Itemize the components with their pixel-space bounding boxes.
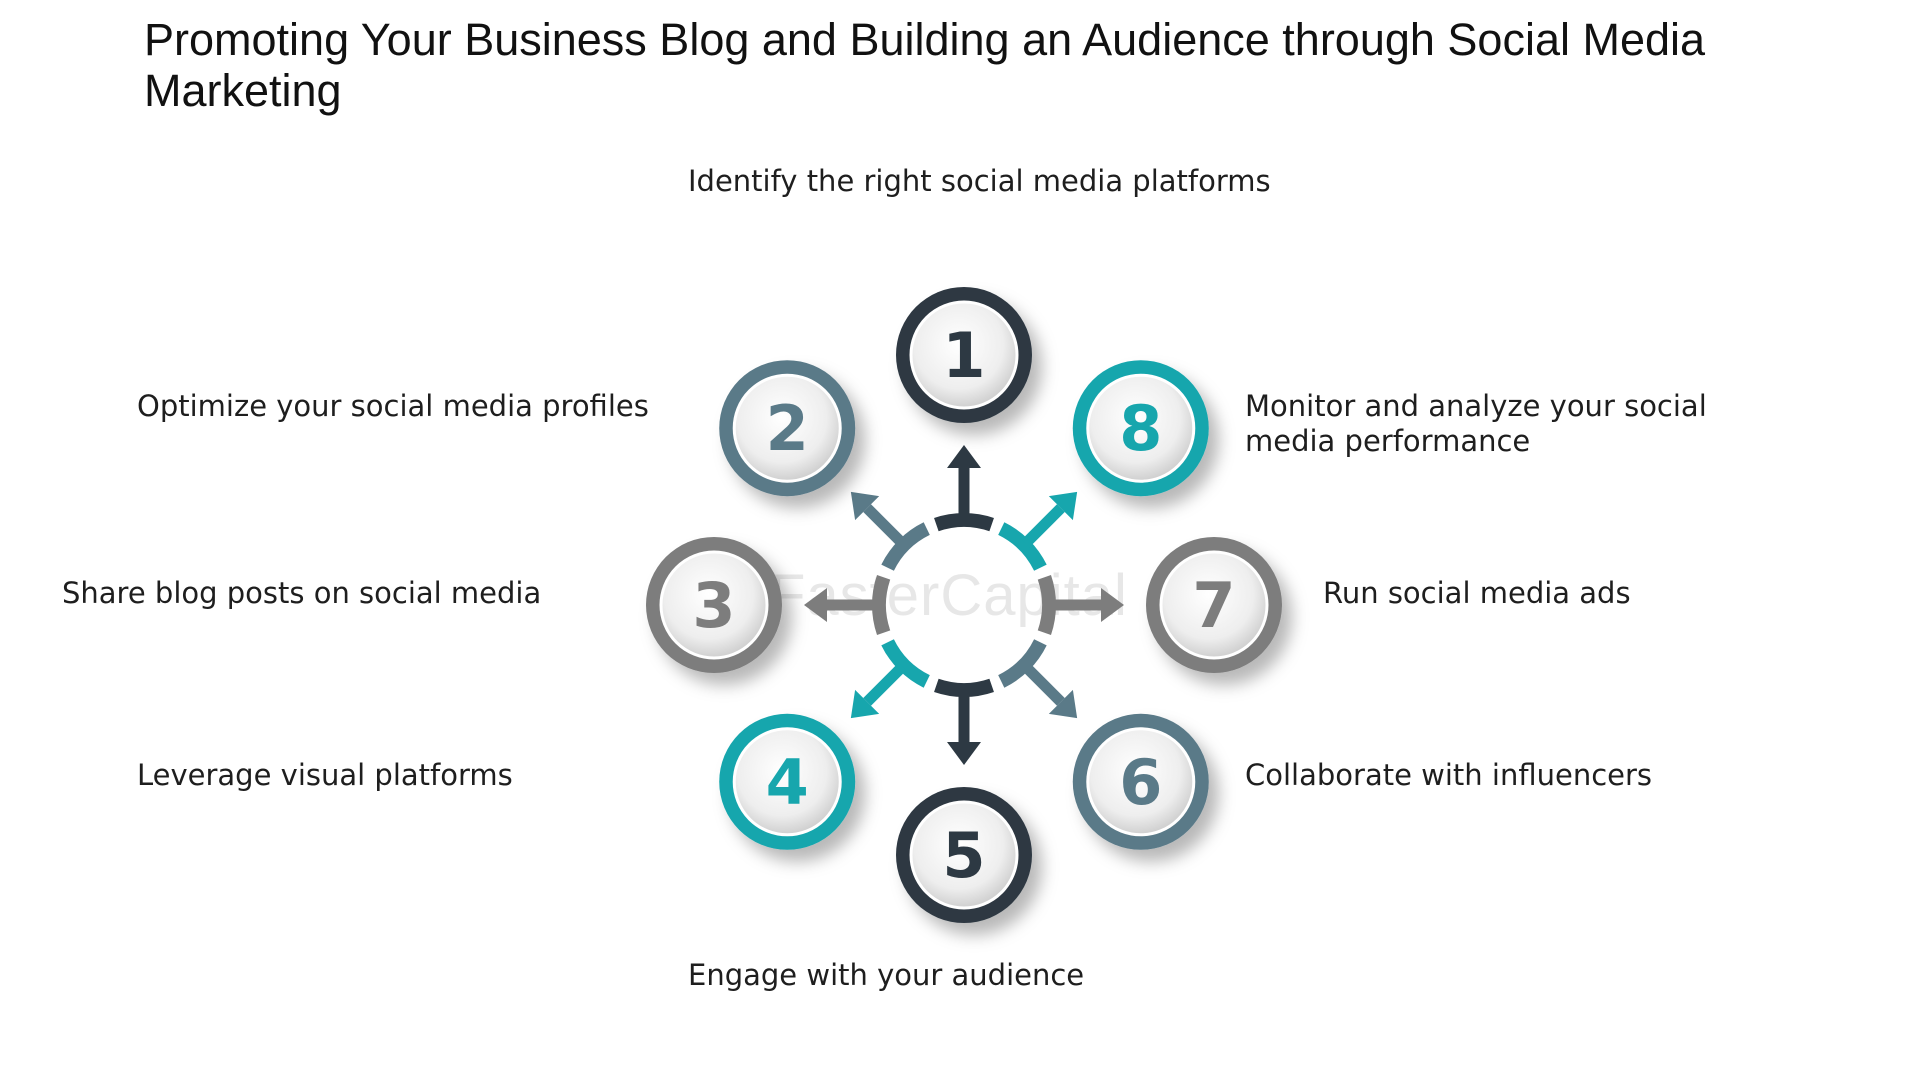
hub-arc-6 xyxy=(997,638,1047,688)
step-1-number: 1 xyxy=(942,319,985,392)
page-title: Promoting Your Business Blog and Buildin… xyxy=(144,14,1706,116)
step-5-number: 5 xyxy=(942,819,985,892)
arrow-shaft-8 xyxy=(1021,504,1065,548)
arrow-shaft-6 xyxy=(1021,662,1065,706)
step-2-label: Optimize your social media profiles xyxy=(137,389,649,423)
step-2-node: 2 xyxy=(719,360,856,497)
arrow-head-1 xyxy=(947,445,981,468)
step-3-node: 3 xyxy=(646,537,782,673)
step-5-label: Engage with your audience xyxy=(688,958,1085,992)
step-4-label: Leverage visual platforms xyxy=(137,758,513,792)
step-8-label: Monitor and analyze your social media pe… xyxy=(1245,389,1707,458)
arrow-head-2 xyxy=(850,491,880,521)
step-3-face xyxy=(659,550,769,660)
step-7-number: 7 xyxy=(1192,569,1235,642)
step-6-number: 6 xyxy=(1119,746,1162,819)
arrow-head-3 xyxy=(804,588,827,622)
arrow-shaft-4 xyxy=(863,662,907,706)
hub-arrows xyxy=(804,445,1124,765)
arrow-head-4 xyxy=(850,689,880,719)
step-5-face xyxy=(909,800,1019,910)
hub-arc-8 xyxy=(997,522,1047,572)
step-8-node: 8 xyxy=(1072,360,1209,497)
hub-arc-3 xyxy=(872,575,891,635)
step-6-label: Collaborate with influencers xyxy=(1245,758,1653,792)
step-7-face xyxy=(1159,550,1269,660)
step-7-label: Run social media ads xyxy=(1323,576,1631,610)
step-3-label: Share blog posts on social media xyxy=(62,576,542,610)
step-1-label: Identify the right social media platform… xyxy=(688,164,1271,198)
hub-arc-2 xyxy=(881,522,931,572)
step-2-face xyxy=(732,373,842,483)
step-nodes: 1 2 3 4 5 6 7 8 xyxy=(646,287,1282,923)
step-1-node: 1 xyxy=(896,287,1032,423)
step-4-node: 4 xyxy=(719,713,856,850)
step-8-face xyxy=(1086,373,1196,483)
step-6-face xyxy=(1086,727,1196,837)
hub-arc-4 xyxy=(881,638,931,688)
arrow-head-5 xyxy=(947,742,981,765)
arrow-head-6 xyxy=(1048,689,1078,719)
watermark: FasterCapital xyxy=(770,563,1128,628)
step-1-face xyxy=(909,300,1019,410)
step-5-node: 5 xyxy=(896,787,1032,923)
hub-arc-7 xyxy=(1037,575,1056,635)
step-4-number: 4 xyxy=(766,746,809,819)
hub-arcs xyxy=(872,513,1056,697)
step-8-number: 8 xyxy=(1119,392,1162,465)
step-4-face xyxy=(732,727,842,837)
step-6-node: 6 xyxy=(1072,713,1209,850)
step-3-number: 3 xyxy=(692,569,735,642)
step-7-node: 7 xyxy=(1146,537,1282,673)
hub-arc-5 xyxy=(934,678,994,697)
arrow-shaft-2 xyxy=(863,504,907,548)
arrow-head-7 xyxy=(1101,588,1124,622)
step-2-number: 2 xyxy=(766,392,809,465)
arrow-head-8 xyxy=(1048,491,1078,521)
hub-arc-1 xyxy=(934,513,994,532)
